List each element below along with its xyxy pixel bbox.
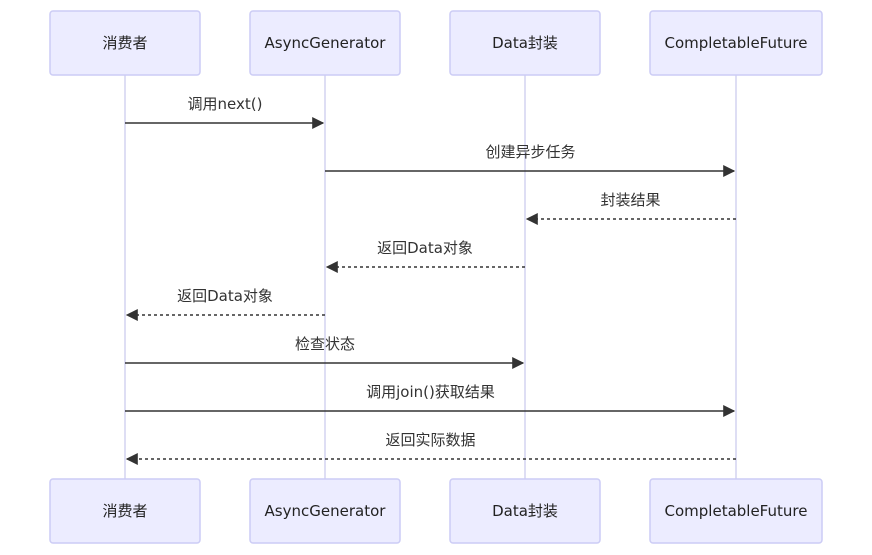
message-2: 创建异步任务 [325,143,736,177]
actor-box [649,10,823,76]
actor-top-consumer: 消费者 [49,10,201,76]
message-label: 调用join()获取结果 [366,383,495,401]
actor-label: 消费者 [102,34,147,52]
message-6: 检查状态 [125,335,525,369]
message-5: 返回Data对象 [125,287,325,321]
actor-box [449,10,601,76]
actor-label: CompletableFuture [665,34,808,52]
message-label: 调用next() [188,95,263,113]
actor-label: AsyncGenerator [265,502,387,520]
actor-top-asyncgen: AsyncGenerator [249,10,401,76]
actor-top-cf: CompletableFuture [649,10,823,76]
actor-box [249,478,401,544]
message-label: 返回Data对象 [177,287,273,305]
actor-box [449,478,601,544]
actor-box [49,478,201,544]
message-7: 调用join()获取结果 [125,383,736,417]
actor-box [649,478,823,544]
actors-top-row: 消费者 AsyncGenerator Data封装 CompletableFuture [49,10,823,76]
actor-box [49,10,201,76]
actor-bottom-cf: CompletableFuture [649,478,823,544]
actor-label: AsyncGenerator [265,34,387,52]
message-4: 返回Data对象 [325,239,525,273]
actor-top-data: Data封装 [449,10,601,76]
actor-label: CompletableFuture [665,502,808,520]
message-label: 返回Data对象 [377,239,473,257]
actor-label: Data封装 [492,502,558,520]
lifelines [124,75,737,479]
message-8: 返回实际数据 [125,431,736,465]
actor-bottom-consumer: 消费者 [49,478,201,544]
actor-bottom-asyncgen: AsyncGenerator [249,478,401,544]
actor-box [249,10,401,76]
message-3: 封装结果 [525,191,736,225]
message-label: 检查状态 [295,335,355,353]
message-label: 封装结果 [600,191,660,209]
message-label: 返回实际数据 [385,431,475,449]
message-label: 创建异步任务 [485,143,575,161]
message-1: 调用next() [125,95,325,129]
actor-label: Data封装 [492,34,558,52]
actors-bottom-row: 消费者 AsyncGenerator Data封装 CompletableFuture [49,478,823,544]
actor-bottom-data: Data封装 [449,478,601,544]
actor-label: 消费者 [102,502,147,520]
messages: 调用next()创建异步任务封装结果返回Data对象返回Data对象检查状态调用… [125,95,736,465]
